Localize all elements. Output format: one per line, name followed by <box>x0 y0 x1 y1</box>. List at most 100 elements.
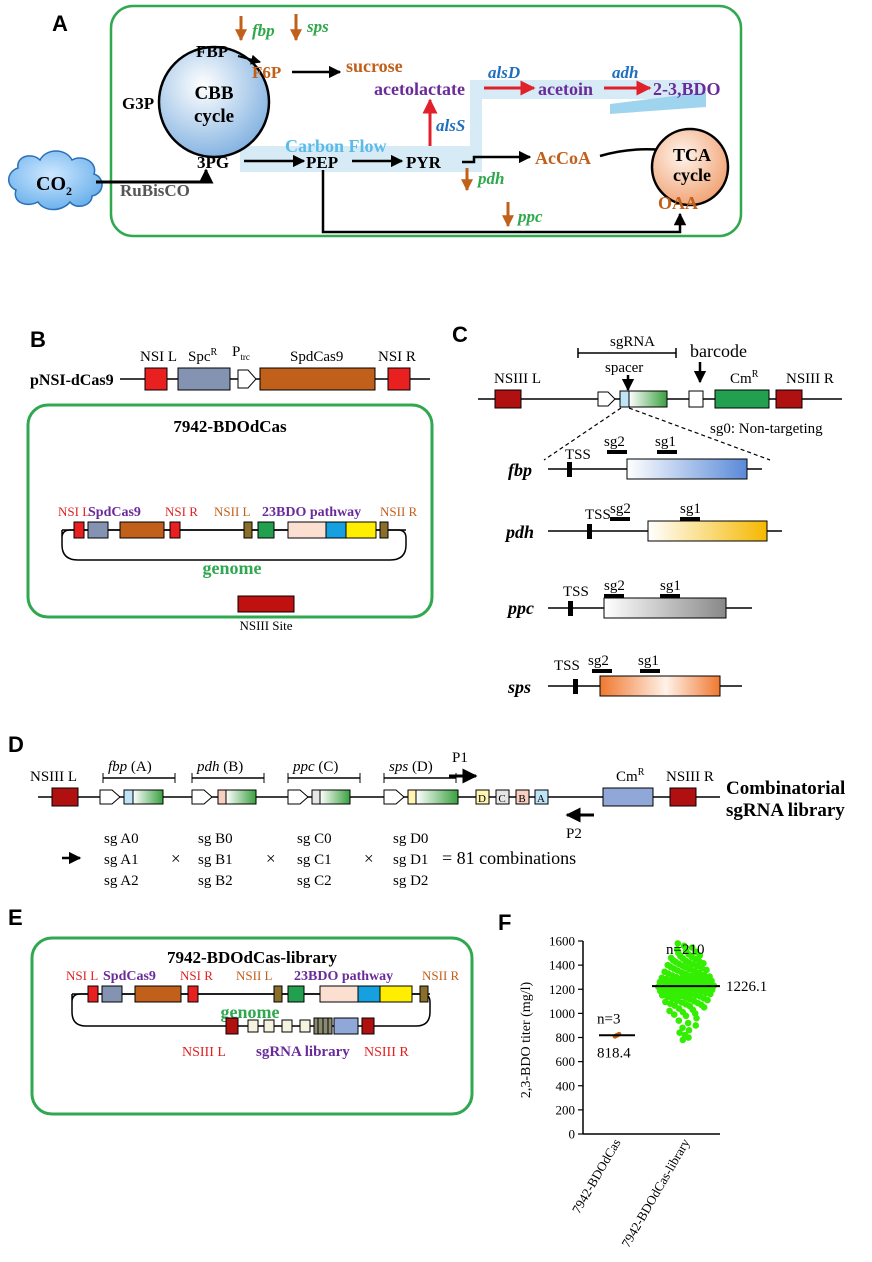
p2-label: P2 <box>566 826 582 842</box>
fbp-to-f6p-arrow <box>237 54 261 65</box>
nsiiir-c: NSIII R <box>786 371 834 387</box>
d-gene-pdh: pdh <box>196 759 220 775</box>
data-point <box>684 1019 692 1027</box>
genome-label-b: genome <box>203 558 262 578</box>
co2-label: CO <box>36 173 66 195</box>
gene-alss: alsS <box>436 116 465 135</box>
y-tick-label: 800 <box>556 1030 576 1045</box>
svg-text:CmR: CmR <box>730 369 759 387</box>
sg-b2: sg B2 <box>198 873 233 889</box>
gene-name-pdh: pdh <box>504 522 534 542</box>
pep-to-oaa-arrow <box>321 170 687 234</box>
sucrose-node: sucrose <box>346 56 403 76</box>
nsiii-site-box <box>237 595 295 613</box>
gene-sps-map: sps TSS sg2 sg1 <box>507 653 742 697</box>
sg-d0: sg D0 <box>393 831 428 847</box>
rubisco-label: RuBisCO <box>120 181 190 200</box>
sg-b0: sg B0 <box>198 831 233 847</box>
oaa-node: OAA <box>658 193 698 213</box>
panel-label-f: F <box>498 910 511 935</box>
data-point <box>676 1029 683 1036</box>
data-point <box>666 1007 673 1015</box>
sgrna-library-label: sgRNA library <box>256 1044 350 1060</box>
sg2-sps: sg2 <box>588 653 609 669</box>
data-point <box>706 990 714 998</box>
co2-fixation-arrow <box>96 168 214 184</box>
data-point <box>682 1012 690 1020</box>
y-tick-label: 1600 <box>549 934 575 949</box>
strain-name-b: 7942-BDOdCas <box>173 417 287 436</box>
panel-c: C sgRNA barcode spacer NSIII L CmR NSIII… <box>452 322 842 697</box>
tss-sps: TSS <box>554 658 580 674</box>
spdcas9-box <box>259 367 376 391</box>
sg1-ppc: sg1 <box>660 578 681 594</box>
p1-label: P1 <box>452 750 468 766</box>
d-gene-ppc: ppc <box>292 759 315 775</box>
g-nsiil-e: NSII L <box>236 968 273 983</box>
accoa-node: AcCoA <box>535 148 591 168</box>
pep-node: PEP <box>306 153 338 172</box>
times-3: × <box>364 849 374 868</box>
g-nsir-b: NSI R <box>165 504 198 519</box>
carbon-flow-label: Carbon Flow <box>285 136 387 156</box>
g-pathway-e: 23BDO pathway <box>294 969 393 984</box>
sg-d2: sg D2 <box>393 873 428 889</box>
g-nsiir-b: NSII R <box>380 504 418 519</box>
tss-ppc: TSS <box>563 584 589 600</box>
bc-b: B <box>518 793 525 805</box>
ptrc-label: P <box>232 344 240 360</box>
y-axis-label: 2,3-BDO titer (mg/l) <box>519 982 534 1099</box>
svg-text:CO2: CO2 <box>36 173 72 198</box>
nsi-l-label: NSI L <box>140 349 177 365</box>
nsi-r-label: NSI R <box>378 349 416 365</box>
strain-frame-e <box>30 936 474 1116</box>
tca-label-2: cycle <box>673 165 711 185</box>
sg1-sps: sg1 <box>638 653 659 669</box>
data-point <box>696 952 704 959</box>
strain-frame-b <box>26 403 434 619</box>
data-point <box>685 1026 693 1034</box>
g-spdcas9-b: SpdCas9 <box>88 505 141 520</box>
x-tick-label: 7942-BDOdCas-library <box>618 1136 693 1250</box>
d-tag-c: (C) <box>315 759 339 775</box>
strain-name-e: 7942-BDOdCas-library <box>167 948 338 967</box>
d-tag-b: (B) <box>220 759 244 775</box>
cell-frame <box>109 4 743 238</box>
y-tick-label: 1000 <box>549 1006 575 1021</box>
gene-fbp: fbp <box>252 21 275 40</box>
y-tick-label: 1400 <box>549 958 575 973</box>
data-point <box>704 996 711 1004</box>
y-tick-label: 600 <box>556 1054 576 1069</box>
gene-name-sps: sps <box>507 677 531 697</box>
plasmid-name: pNSI-dCas9 <box>30 372 114 389</box>
cm-d: Cm <box>616 769 638 785</box>
data-point <box>692 1022 700 1029</box>
svg-text:CmR: CmR <box>616 767 645 785</box>
nsi-r-box <box>387 367 411 391</box>
ptrc-promoter <box>237 369 257 389</box>
svg-text:ppc (C): ppc (C) <box>292 759 338 775</box>
carbon-flow-tip <box>610 92 706 114</box>
tss-fbp: TSS <box>565 447 591 463</box>
gene-fbp-map: fbp TSS sg2 sg1 <box>508 434 762 480</box>
library-title-1: Combinatorial <box>726 778 845 799</box>
panel-label-a: A <box>52 11 68 36</box>
gene-sps: sps <box>306 17 329 36</box>
sg2-fbp: sg2 <box>604 434 625 450</box>
data-point <box>675 1017 683 1024</box>
svg-text:pdh (B): pdh (B) <box>196 759 243 775</box>
nsiiil-e: NSIII L <box>182 1045 226 1060</box>
library-title-2: sgRNA library <box>726 800 845 821</box>
co2-sub: 2 <box>66 184 72 198</box>
bc-a: A <box>537 793 545 805</box>
nsi-l-box <box>144 367 168 391</box>
data-point <box>679 1024 686 1032</box>
svg-text:SpcR: SpcR <box>188 347 218 365</box>
gene-pdh-map: pdh TSS sg2 sg1 <box>504 501 782 542</box>
spc-box <box>177 367 231 391</box>
cassette-fbp: fbp (A) <box>99 759 176 805</box>
sg-c1: sg C1 <box>297 852 332 868</box>
times-2: × <box>266 849 276 868</box>
